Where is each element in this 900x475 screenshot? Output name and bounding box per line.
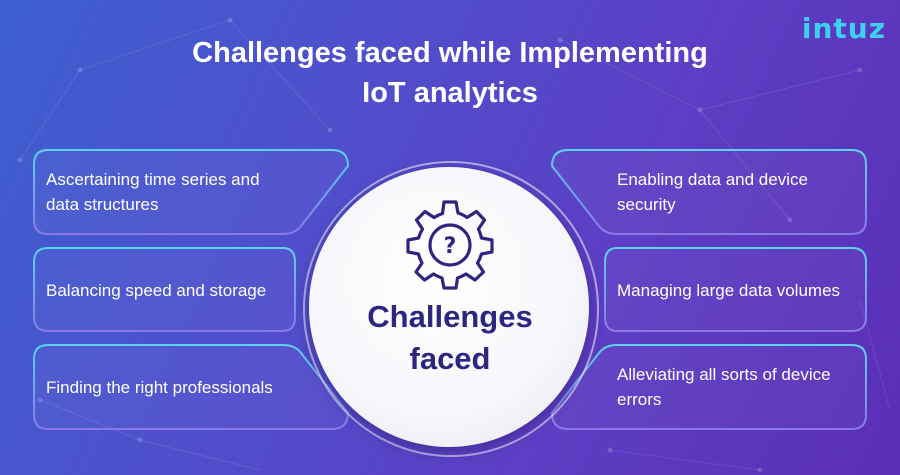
challenge-right-1-line-2: security	[617, 195, 676, 214]
challenge-left-3-line-1: Finding the right professionals	[46, 377, 273, 397]
gear-question-icon: ?	[406, 200, 494, 290]
center-label-line-2: faced	[409, 341, 491, 376]
challenge-right-3: Alleviating all sorts of device errors	[617, 347, 862, 427]
challenge-left-2-line-1: Balancing speed and storage	[46, 280, 267, 300]
center-label: Challenges faced	[330, 296, 570, 380]
challenge-right-3-line-2: errors	[617, 390, 662, 409]
challenge-left-2: Balancing speed and storage	[46, 250, 296, 330]
challenge-right-1-line-1: Enabling data and device	[617, 170, 808, 189]
challenge-left-3: Finding the right professionals	[46, 347, 316, 427]
page-title: Challenges faced while Implementing IoT …	[0, 33, 900, 113]
title-line-1: Challenges faced while Implementing	[192, 37, 708, 69]
svg-text:?: ?	[444, 234, 457, 259]
center-ring	[303, 161, 599, 457]
challenge-left-1-line-1: Ascertaining time series and	[46, 170, 260, 189]
challenge-left-1: Ascertaining time series and data struct…	[46, 152, 316, 232]
title-line-2: IoT analytics	[362, 77, 538, 109]
intuz-logo: intuz	[801, 12, 886, 45]
challenge-left-1-line-2: data structures	[46, 195, 159, 214]
box-outline-left-2	[33, 247, 296, 332]
challenge-right-1: Enabling data and device security	[617, 152, 862, 232]
box-outline-left-3	[33, 344, 350, 430]
box-outline-right-3	[550, 344, 867, 430]
center-circle	[309, 167, 589, 447]
box-outline-right-2	[604, 247, 867, 332]
box-outline-right-1	[550, 149, 867, 235]
challenge-right-2-line-1: Managing large data volumes	[617, 280, 841, 300]
box-outline-left-1	[33, 149, 350, 235]
challenge-right-3-line-1: Alleviating all sorts of device	[617, 365, 831, 384]
center-label-line-1: Challenges	[367, 299, 533, 334]
challenge-right-2: Managing large data volumes	[617, 250, 867, 330]
